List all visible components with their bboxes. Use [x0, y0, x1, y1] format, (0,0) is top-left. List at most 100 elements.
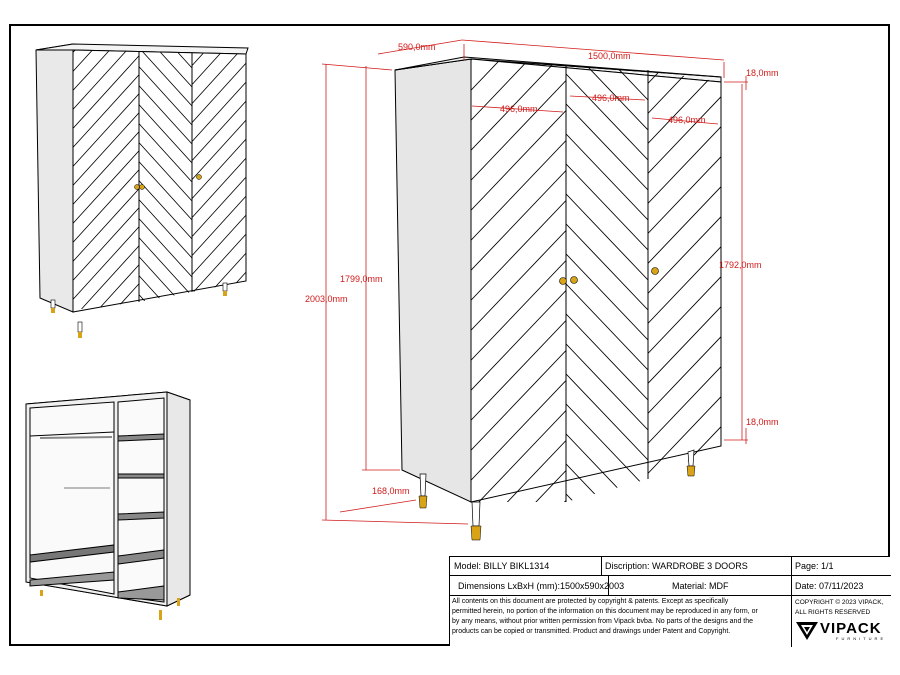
door-knob-icon	[651, 267, 659, 275]
herringbone-line	[648, 70, 721, 84]
herringbone-line	[471, 59, 566, 61]
herringbone-line	[471, 140, 566, 241]
herringbone-line	[192, 310, 246, 369]
herringbone-line	[192, 195, 246, 256]
herringbone-line	[471, 320, 566, 421]
dim-depth: 590,0mm	[398, 42, 436, 52]
herringbone-line	[648, 306, 721, 384]
herringbone-line	[192, 100, 246, 161]
herringbone-line	[192, 81, 246, 142]
herringbone-line	[139, 314, 192, 372]
herringbone-line	[471, 200, 566, 301]
herringbone-line	[139, 0, 192, 11]
herringbone-line	[73, 226, 139, 300]
herringbone-line	[139, 123, 192, 183]
herringbone-line	[139, 0, 192, 49]
herringbone-line	[139, 256, 192, 302]
herringbone-line	[471, 290, 566, 391]
door-knob-icon	[196, 174, 202, 180]
copyright-line-1: COPYRIGHT © 2023 VIPACK,	[795, 599, 884, 606]
herringbone-line	[73, 283, 139, 310]
herringbone-line	[73, 50, 139, 72]
herringbone-line	[648, 186, 721, 264]
legal-line-4: products can be copied or transmitted. P…	[452, 628, 731, 635]
herringbone-line	[648, 126, 721, 204]
herringbone-line	[471, 470, 566, 502]
herringbone-line	[139, 237, 192, 297]
herringbone-line	[471, 80, 566, 181]
door-knob-icon	[559, 277, 567, 285]
herringbone-line	[73, 50, 139, 110]
herringbone-line	[192, 329, 246, 388]
herringbone-line	[73, 55, 139, 129]
dimensions-label: Dimensions LxBxH (mm):1500x590x2003	[458, 581, 625, 591]
herringbone-line	[192, 176, 246, 237]
herringbone-line	[192, 62, 246, 123]
herringbone-line	[471, 59, 566, 151]
herringbone-line	[73, 322, 139, 395]
herringbone-line	[566, 103, 648, 191]
copyright-line-2: ALL RIGHTS RESERVED	[795, 609, 871, 616]
herringbone-line	[192, 53, 246, 104]
herringbone-line	[471, 440, 566, 502]
vipack-logo-icon	[796, 622, 818, 640]
herringbone-line	[648, 456, 721, 479]
dim-leg-height: 168,0mm	[372, 486, 410, 496]
herringbone-line	[471, 230, 566, 331]
herringbone-line	[139, 142, 192, 202]
herringbone-line	[566, 66, 648, 131]
herringbone-line	[566, 223, 648, 311]
herringbone-line	[471, 170, 566, 271]
herringbone-line	[139, 333, 192, 391]
herringbone-line	[139, 180, 192, 240]
herringbone-line	[73, 50, 139, 91]
herringbone-line	[139, 104, 192, 164]
herringbone-line	[192, 119, 246, 180]
dim-door-right: 496,0mm	[668, 115, 706, 125]
herringbone-line	[139, 218, 192, 278]
herringbone-line	[471, 380, 566, 481]
herringbone-line	[471, 350, 566, 451]
herringbone-line	[192, 271, 246, 292]
herringbone-line	[73, 302, 139, 310]
herringbone-line	[471, 410, 566, 502]
dim-bottom-thickness: 18,0mm	[746, 417, 779, 427]
herringbone-line	[139, 85, 192, 145]
herringbone-line	[73, 245, 139, 310]
herringbone-line	[139, 199, 192, 259]
herringbone-line	[471, 59, 566, 121]
herringbone-line	[648, 336, 721, 414]
legal-line-3: by any means, without prior written perm…	[452, 618, 754, 625]
herringbone-line	[73, 169, 139, 243]
brand-subtitle: FURNITURE	[836, 636, 887, 641]
door-knob-icon	[134, 184, 140, 190]
herringbone-line	[566, 163, 648, 251]
herringbone-line	[192, 290, 246, 292]
herringbone-line	[648, 96, 721, 174]
herringbone-line	[192, 138, 246, 199]
herringbone-line	[566, 133, 648, 221]
herringbone-line	[139, 52, 192, 88]
herringbone-line	[73, 112, 139, 186]
herringbone-line	[648, 396, 721, 474]
herringbone-line	[566, 66, 648, 101]
model-label: Model: BILLY BIKL1314	[454, 561, 550, 571]
herringbone-line	[73, 0, 139, 14]
herringbone-line	[648, 0, 721, 23]
herringbone-line	[471, 110, 566, 211]
herringbone-line	[192, 348, 246, 407]
herringbone-line	[139, 0, 192, 30]
dim-total-height: 2003,0mm	[305, 294, 348, 304]
herringbone-line	[648, 366, 721, 444]
herringbone-line	[471, 59, 566, 91]
dim-top-thickness: 18,0mm	[746, 68, 779, 78]
page-label: Page: 1/1	[795, 561, 834, 571]
herringbone-line	[648, 216, 721, 294]
herringbone-line	[566, 343, 648, 431]
dim-width: 1500,0mm	[588, 51, 631, 61]
herringbone-line	[566, 283, 648, 371]
herringbone-line	[192, 0, 246, 28]
door-knob-icon	[570, 276, 578, 284]
herringbone-line	[648, 246, 721, 324]
